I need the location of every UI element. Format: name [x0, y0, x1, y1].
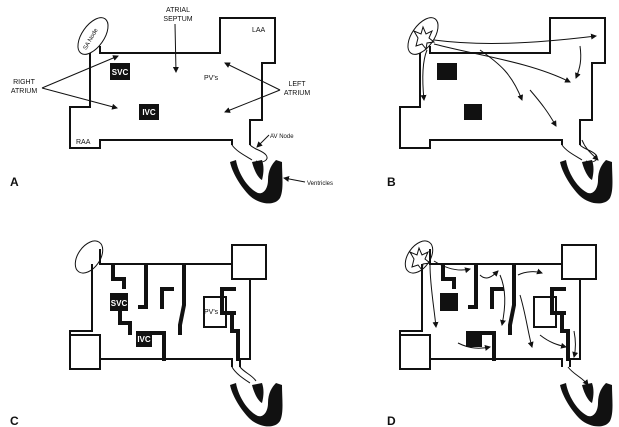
svc-label-c: SVC — [111, 299, 128, 308]
ivc-label: IVC — [142, 108, 156, 117]
raa-appendage-box — [69, 334, 101, 370]
maze-lesion-3 — [160, 287, 174, 309]
raa-label: RAA — [76, 139, 91, 146]
maze-lesion-6 — [230, 311, 240, 361]
laa-appendage-box — [231, 244, 267, 280]
ventricles-label: Ventricles — [307, 181, 333, 187]
panel-letter-d: D — [387, 414, 396, 427]
laa-label: LAA — [252, 27, 266, 34]
pvs-label: PV's — [204, 75, 219, 82]
atrial-septum-label: ATRIAL — [166, 7, 190, 14]
ivc-box-b — [464, 104, 482, 120]
maze-lesion-5 — [220, 287, 236, 315]
ivc-label-c: IVC — [137, 335, 151, 344]
ivc-box — [139, 104, 159, 120]
left-atrium-label: LEFT — [288, 81, 306, 88]
svg-text:ATRIUM: ATRIUM — [284, 90, 310, 97]
pv-isolation-box — [203, 296, 227, 328]
panel-a: SA Node ATRIAL SEPTUM LAA RIGHT ATRIUM S… — [10, 7, 333, 204]
sa-node-spark-icon-d — [408, 246, 432, 272]
panel-letter-b: B — [387, 175, 396, 189]
left-atrium-arrow-2 — [224, 89, 281, 113]
svg-text:SEPTUM: SEPTUM — [163, 16, 192, 23]
svc-box-d — [440, 293, 458, 311]
av-node-arrow — [256, 134, 270, 148]
maze-lesion-2 — [138, 265, 148, 309]
ivc-box-c — [136, 331, 152, 347]
sa-node-spark-icon — [412, 25, 436, 51]
ivc-box-d — [466, 331, 482, 347]
left-atrium-arrow-1 — [224, 62, 281, 91]
panel-letter-a: A — [10, 175, 19, 189]
svc-box — [110, 63, 130, 80]
maze-lesion-4 — [178, 265, 186, 335]
maze-lesion-1 — [111, 265, 126, 289]
av-node-label: AV Node — [270, 134, 294, 140]
ventricles-arrow — [283, 175, 306, 183]
svc-label: SVC — [112, 68, 129, 77]
svg-text:ATRIUM: ATRIUM — [11, 88, 37, 95]
right-atrium-label: RIGHT — [13, 79, 36, 86]
panel-letter-c: C — [10, 414, 19, 427]
right-atrium-arrow-2 — [41, 87, 118, 110]
panel-d: D — [387, 240, 613, 427]
pvs-label-c: PV's — [204, 309, 219, 316]
sa-node-outline — [77, 17, 109, 55]
atrial-septum-arrow — [172, 23, 179, 73]
svc-box-c — [110, 293, 128, 311]
panel-b: B — [387, 17, 613, 204]
svc-box-b — [437, 63, 457, 80]
panel-c: SVC IVC PV's C — [10, 240, 283, 427]
right-atrium-arrow-1 — [41, 55, 119, 89]
maze-lesion-8 — [148, 331, 166, 361]
